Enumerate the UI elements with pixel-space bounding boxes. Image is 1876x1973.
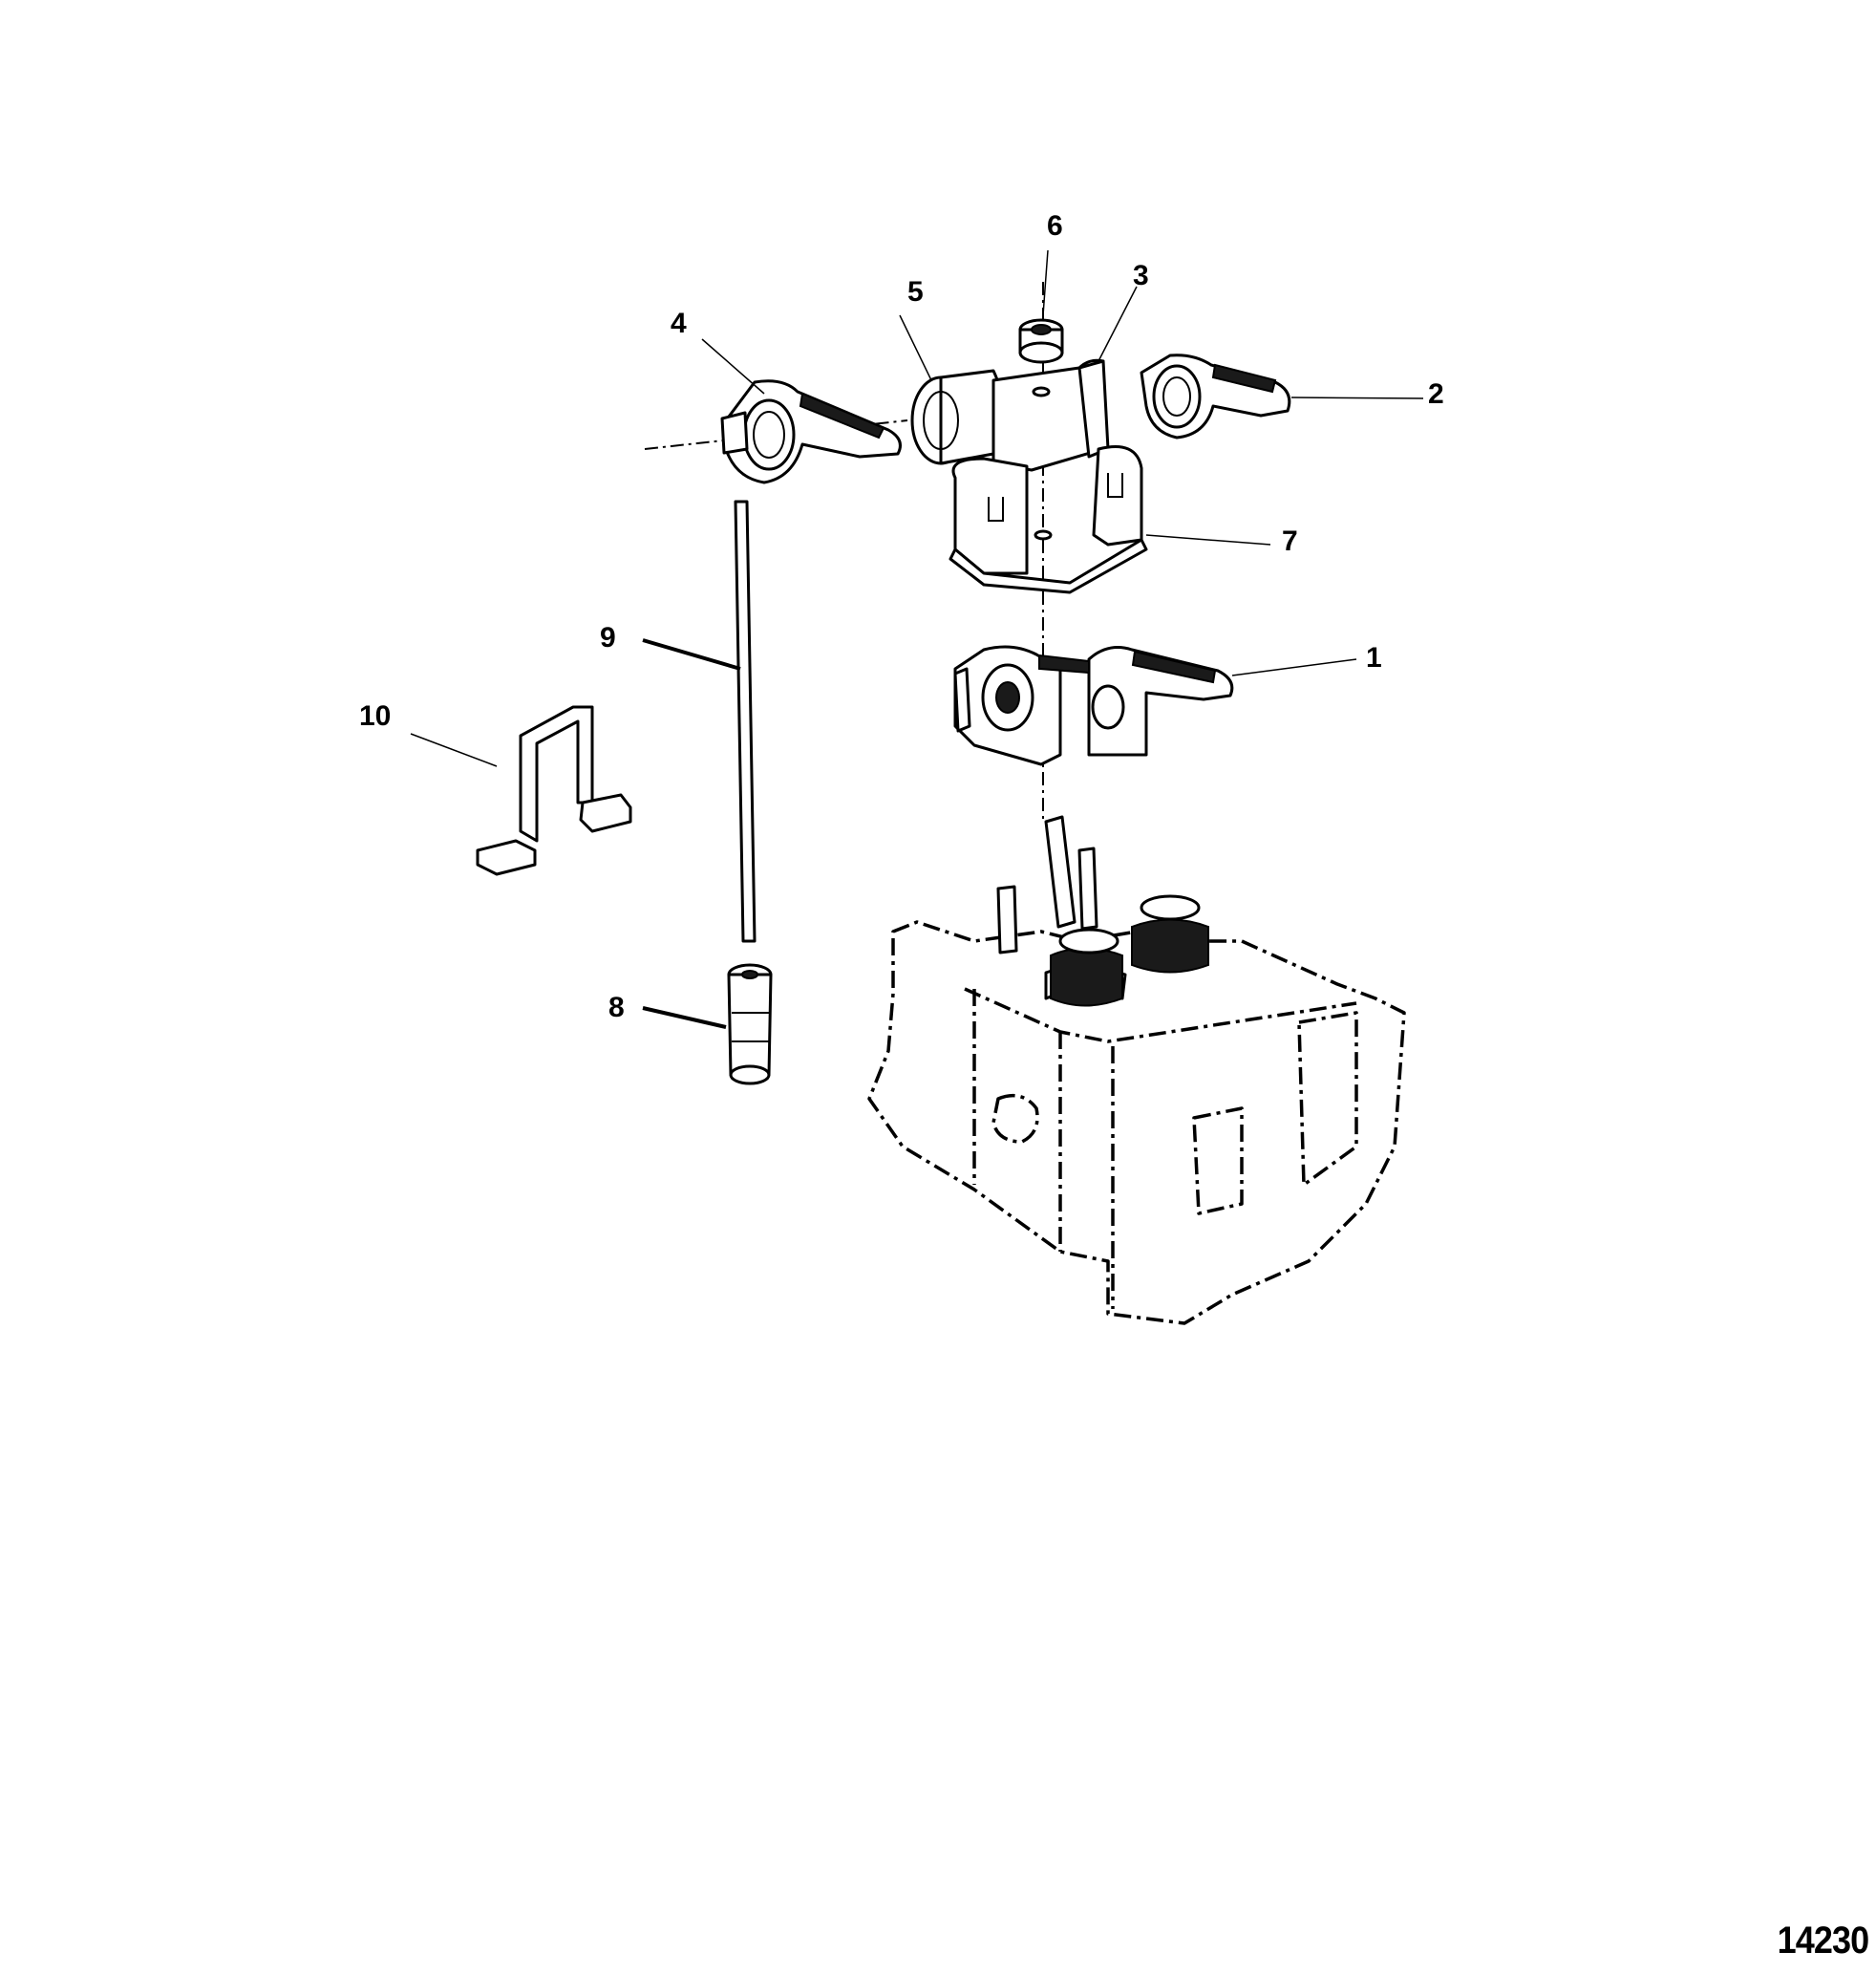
part-7-guide: [949, 445, 1148, 594]
callout-3: 3: [1133, 260, 1149, 291]
figure-id: 14230: [1777, 1919, 1869, 1962]
part-3-pedestal: [991, 358, 1110, 472]
leader-lines: [410, 249, 1424, 1029]
part-6-nut: [1018, 318, 1064, 364]
callout-6: 6: [1047, 210, 1063, 242]
callout-8: 8: [608, 992, 625, 1023]
callout-9: 9: [600, 622, 616, 654]
part-8-lifter: [727, 963, 773, 1085]
part-2-rocker-arm: [1140, 354, 1291, 440]
valve-springs: [996, 815, 1209, 1007]
callout-2: 2: [1428, 378, 1444, 410]
callout-5: 5: [907, 276, 924, 308]
callout-1: 1: [1366, 642, 1382, 674]
part-4-rocker-arm: [720, 379, 902, 484]
cylinder-head-phantom: [867, 920, 1406, 1325]
part-10-retainer: [476, 705, 632, 876]
part-9-push-rod: [734, 500, 757, 943]
callout-7: 7: [1282, 525, 1298, 557]
callout-10: 10: [359, 700, 392, 732]
part-1-rocker-arm-assembly: [953, 645, 1234, 766]
part-5-bushing: [910, 369, 1005, 465]
callout-4: 4: [671, 308, 687, 339]
